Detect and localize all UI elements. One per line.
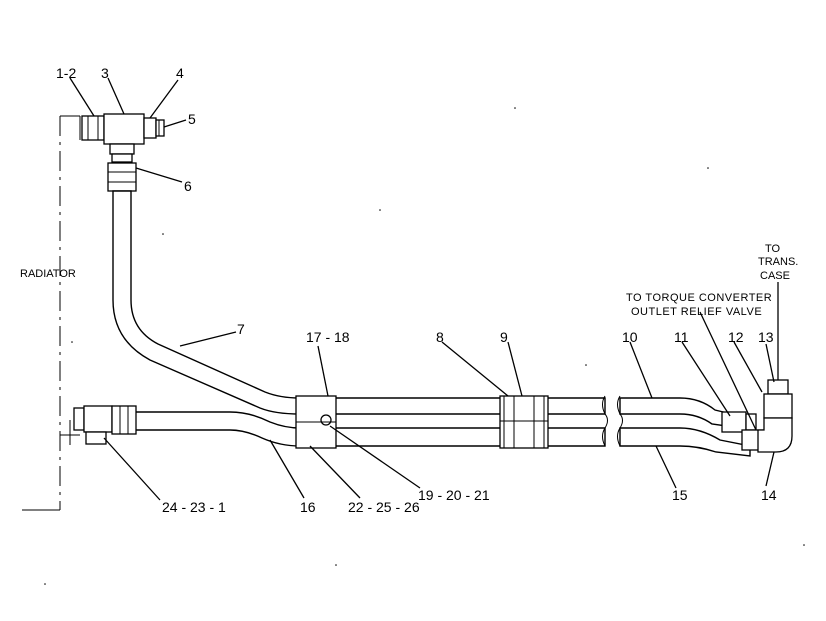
callout-24-23-1: 24 - 23 - 1 <box>162 499 226 515</box>
callout-12: 12 <box>728 329 744 345</box>
callout-22-25-26: 22 - 25 - 26 <box>348 499 420 515</box>
to-trans-case-line3: CASE <box>760 270 790 282</box>
radiator-label: RADIATOR <box>20 268 76 280</box>
callout-6: 6 <box>184 178 192 194</box>
to-trans-case-line1: TO <box>765 243 781 255</box>
tube-clamp <box>295 395 337 449</box>
right-elbow-fitting <box>757 379 793 453</box>
callout-3: 3 <box>101 65 109 81</box>
callout-19-20-21: 19 - 20 - 21 <box>418 487 490 503</box>
upper-tee-fitting <box>81 113 165 163</box>
callout-10: 10 <box>622 329 638 345</box>
lower-elbow-fitting <box>73 405 137 445</box>
break-line-left <box>602 395 608 447</box>
callout-9: 9 <box>500 329 508 345</box>
callout-8: 8 <box>436 329 444 345</box>
leader-lines <box>69 77 779 501</box>
callout-4: 4 <box>176 65 184 81</box>
tube-coupling <box>499 395 549 449</box>
to-trans-case-line2: TRANS. <box>758 256 798 268</box>
callout-17-18: 17 - 18 <box>306 329 350 345</box>
radiator-outline <box>22 115 81 511</box>
callout-13: 13 <box>758 329 774 345</box>
tube-7 <box>112 190 606 415</box>
callout-1-2: 1-2 <box>56 65 76 81</box>
scan-specks <box>44 107 805 585</box>
upper-nut-fitting <box>107 162 137 192</box>
callout-15: 15 <box>672 487 688 503</box>
relief-valve-note-line1: TO TORQUE CONVERTER <box>626 292 772 304</box>
callout-11: 11 <box>674 329 689 345</box>
callout-5: 5 <box>188 111 196 127</box>
callout-16: 16 <box>300 499 316 515</box>
callout-14: 14 <box>761 487 777 503</box>
tube-15 <box>619 427 751 457</box>
relief-valve-note-line2: OUTLET RELIEF VALVE <box>631 306 762 318</box>
callout-7: 7 <box>237 321 245 337</box>
break-line-right <box>617 395 623 447</box>
